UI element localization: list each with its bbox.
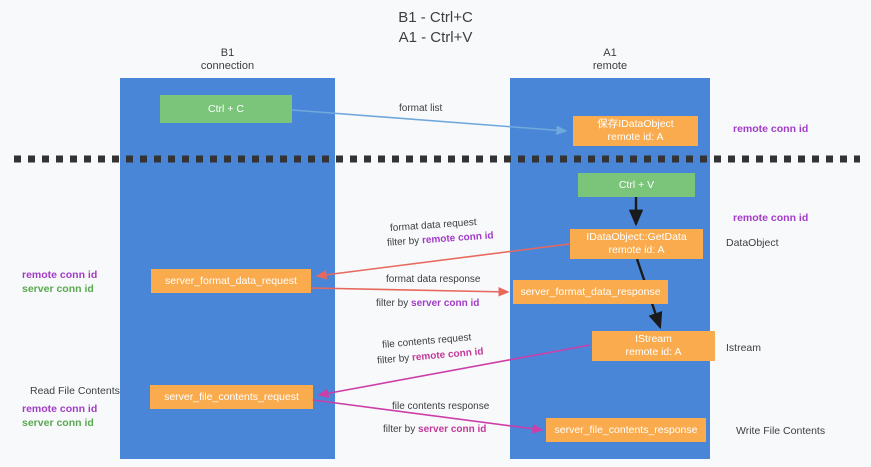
edge-label-file-contents-response-text: file contents response xyxy=(392,401,490,412)
node-server-format-data-response[interactable]: server_format_data_response xyxy=(513,280,668,304)
label-right-write-file-contents-text: Write File Contents xyxy=(736,425,826,437)
label-left-server-conn-id-text: server conn id xyxy=(22,283,94,295)
edge-label-format-data-response-text: format data response xyxy=(386,274,481,285)
label-right-dataobject: DataObject xyxy=(726,236,779,250)
node-save-idataobject-line-1: 保存IDataObject xyxy=(597,118,674,130)
edge-label-format-list-text: format list xyxy=(399,103,443,114)
label-right-remote-conn-id-2-text: remote conn id xyxy=(733,212,809,224)
label-left-remote-conn-id-text: remote conn id xyxy=(22,269,98,281)
arrow-format-data-response xyxy=(310,287,510,297)
label-right-remote-conn-id-2: remote conn id xyxy=(733,211,808,225)
node-server-format-data-request[interactable]: server_format_data_request xyxy=(151,269,311,293)
node-server-format-data-response-label: server_format_data_response xyxy=(520,285,661,298)
node-server-file-contents-request[interactable]: server_file_contents_request xyxy=(150,385,313,409)
node-ctrl-c-label: Ctrl + C xyxy=(208,102,244,115)
lane-header-a1-name: A1 xyxy=(603,47,617,59)
node-server-file-contents-response[interactable]: server_file_contents_response xyxy=(546,418,706,442)
edge-label-file-contents-response: file contents response xyxy=(392,400,489,414)
node-istream-line-1: IStream xyxy=(635,333,672,345)
node-idataobject-getdata-line-1: IDataObject::GetData xyxy=(586,231,687,243)
edge-label-format-list: format list xyxy=(399,102,442,116)
label-left-read-file-contents-text: Read File Contents xyxy=(30,385,120,397)
label-left-remote-conn-id-2-text: remote conn id xyxy=(22,403,98,415)
node-ctrl-v-label: Ctrl + V xyxy=(618,178,655,191)
edge-label-format-data-response: format data response xyxy=(386,273,481,287)
page-title-line-1: B1 - Ctrl+C xyxy=(398,9,473,26)
node-ctrl-c[interactable]: Ctrl + C xyxy=(160,95,292,123)
label-right-dataobject-text: DataObject xyxy=(726,237,779,249)
node-save-idataobject-line-2: remote id: A xyxy=(607,131,664,143)
page-title-line-2: A1 - Ctrl+V xyxy=(398,29,473,46)
label-left-conn-ids-2: remote conn id server conn id xyxy=(22,402,97,430)
node-idataobject-getdata[interactable]: IDataObject::GetData remote id: A xyxy=(570,229,703,259)
edge-label-file-contents-response-filter-key: server conn id xyxy=(418,424,487,435)
node-server-format-data-request-label: server_format_data_request xyxy=(165,274,297,287)
node-server-file-contents-request-label: server_file_contents_request xyxy=(164,390,299,403)
edge-label-format-data-request-filter-prefix: filter by xyxy=(386,235,423,249)
edge-label-file-contents-response-filter-prefix: filter by xyxy=(383,424,419,435)
edge-label-file-contents-response-filter: filter by server conn id xyxy=(383,423,486,437)
edge-label-format-data-request-filter-key: remote conn id xyxy=(421,230,494,247)
label-right-remote-conn-id-1-text: remote conn id xyxy=(733,123,809,135)
lane-header-a1: A1 remote xyxy=(510,47,710,73)
lane-header-a1-role: remote xyxy=(592,60,628,72)
edge-label-file-contents-request-filter-prefix: filter by xyxy=(376,352,413,367)
node-ctrl-v[interactable]: Ctrl + V xyxy=(578,173,695,197)
lane-header-b1-name: B1 xyxy=(220,47,235,59)
label-left-server-conn-id-2-text: server conn id xyxy=(22,417,94,429)
label-right-write-file-contents: Write File Contents xyxy=(736,424,825,438)
lane-header-b1-role: connection xyxy=(200,60,255,72)
label-left-conn-ids: remote conn id server conn id xyxy=(22,268,97,296)
edge-label-format-data-response-filter-prefix: filter by xyxy=(376,298,412,309)
edge-label-format-data-response-filter-key: server conn id xyxy=(411,298,480,309)
node-istream-line-2: remote id: A xyxy=(625,346,682,358)
label-left-read-file-contents: Read File Contents xyxy=(30,384,120,398)
label-right-istream: Istream xyxy=(726,341,761,355)
node-istream[interactable]: IStream remote id: A xyxy=(592,331,715,361)
label-right-remote-conn-id-1: remote conn id xyxy=(733,122,808,136)
node-save-idataobject[interactable]: 保存IDataObject remote id: A xyxy=(573,116,698,146)
label-right-istream-text: Istream xyxy=(726,342,762,354)
node-server-file-contents-response-label: server_file_contents_response xyxy=(554,423,698,436)
page-title: B1 - Ctrl+C A1 - Ctrl+V xyxy=(0,8,871,48)
edge-label-format-data-response-filter: filter by server conn id xyxy=(376,297,479,311)
lane-header-b1: B1 connection xyxy=(120,47,335,73)
node-idataobject-getdata-line-2: remote id: A xyxy=(608,244,665,256)
